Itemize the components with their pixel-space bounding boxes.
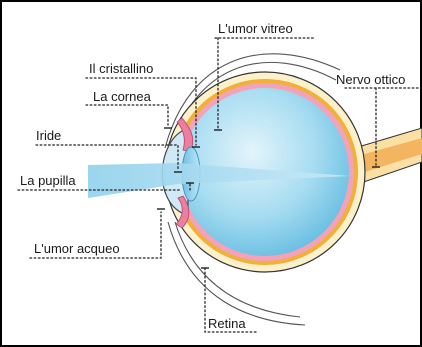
label-retina: Retina [208,316,246,331]
label-lens: Il cristallino [89,61,153,76]
label-pupil: La pupilla [20,173,76,188]
label-optic-nerve: Nervo ottico [336,72,405,87]
label-cornea: La cornea [93,89,152,104]
label-iris: Iride [36,128,61,143]
label-aqueous: L'umor acqueo [34,241,120,256]
label-vitreous: L'umor vitreo [218,21,293,36]
